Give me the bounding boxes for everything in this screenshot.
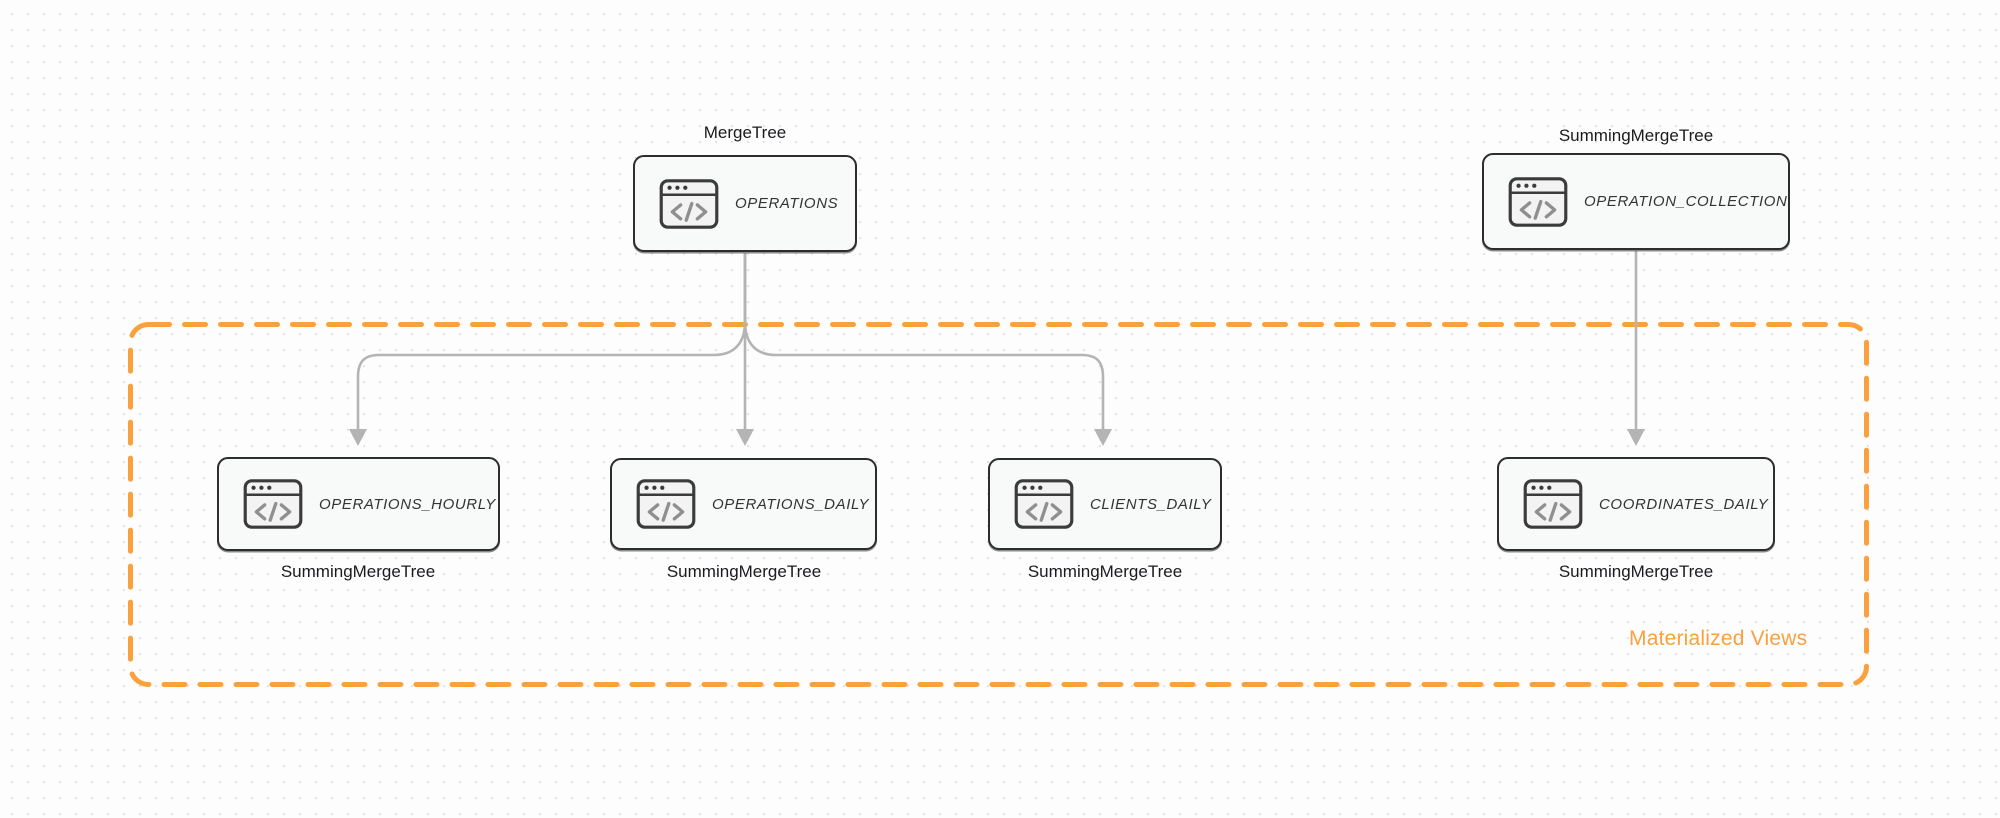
node-operations-hourly: OPERATIONS_HOURLY: [217, 457, 500, 551]
table-name-operations-daily: OPERATIONS_DAILY: [712, 495, 870, 513]
engine-label-operations: MergeTree: [703, 123, 787, 142]
code-window-icon: [636, 479, 696, 529]
table-name-clients-daily: CLIENTS_DAILY: [1090, 495, 1212, 513]
code-window-icon: [659, 178, 719, 229]
materialized-views-label: Materialized Views: [1629, 627, 1808, 650]
table-name-operations: OPERATIONS: [735, 195, 839, 212]
arrowhead: [1627, 429, 1645, 446]
code-window-icon: [1014, 479, 1074, 529]
arrow-operations-to-clients-daily: [743, 253, 1105, 429]
table-name-operations-hourly: OPERATIONS_HOURLY: [319, 495, 496, 513]
engine-label-clients-daily: SummingMergeTree: [1027, 562, 1183, 581]
node-operation-collection: OPERATION_COLLECTION: [1482, 153, 1790, 250]
node-operations-daily: OPERATIONS_DAILY: [610, 458, 877, 550]
arrowhead: [1094, 429, 1112, 446]
engine-label-operation-collection: SummingMergeTree: [1558, 126, 1714, 145]
node-operations: OPERATIONS: [633, 155, 857, 252]
code-window-icon: [1508, 176, 1568, 227]
engine-label-operations-daily: SummingMergeTree: [666, 562, 822, 581]
table-name-coordinates-daily: COORDINATES_DAILY: [1599, 495, 1769, 513]
engine-label-operations-hourly: SummingMergeTree: [280, 562, 436, 581]
code-window-icon: [243, 479, 303, 529]
table-name-operation-collection: OPERATION_COLLECTION: [1584, 193, 1788, 210]
engine-label-coordinates-daily: SummingMergeTree: [1558, 562, 1714, 581]
arrow-operations-to-operations-hourly: [356, 253, 747, 429]
node-coordinates-daily: COORDINATES_DAILY: [1497, 457, 1775, 551]
arrowhead: [736, 429, 754, 446]
node-clients-daily: CLIENTS_DAILY: [988, 458, 1222, 550]
arrowhead: [349, 429, 367, 446]
code-window-icon: [1523, 479, 1583, 529]
